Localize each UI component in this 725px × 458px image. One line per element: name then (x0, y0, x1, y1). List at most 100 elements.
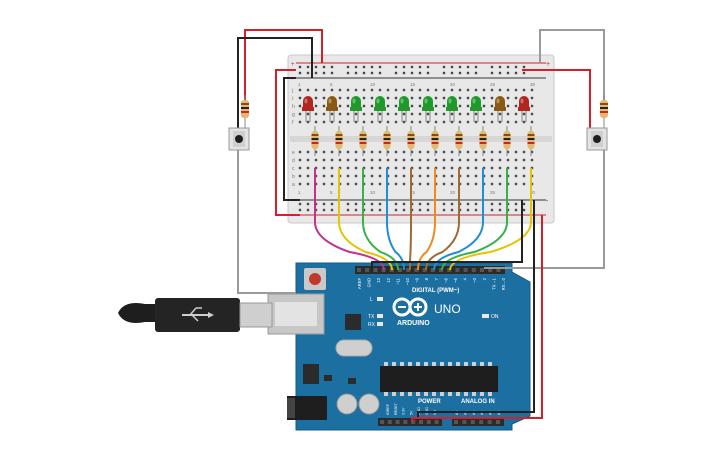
led-highlight (352, 98, 356, 104)
breadboard-hole (442, 88, 446, 92)
rail-hole (330, 71, 334, 75)
rail-hole (378, 65, 382, 69)
breadboard-hole (514, 104, 518, 108)
breadboard-hole (466, 112, 470, 116)
rail-hole (506, 65, 510, 69)
breadboard-hole (338, 104, 342, 108)
rail-hole (322, 208, 326, 212)
breadboard-hole (370, 96, 374, 100)
breadboard-hole (394, 88, 398, 92)
breadboard-hole (434, 112, 438, 116)
breadboard-hole (338, 112, 342, 116)
resistor-band (311, 138, 319, 140)
breadboard-hole (442, 182, 446, 186)
rail-hole (442, 71, 446, 75)
analog-pin (496, 420, 500, 424)
rail-hole (322, 202, 326, 206)
breadboard-hole (466, 104, 470, 108)
rail-hole (418, 71, 422, 75)
breadboard-hole (298, 166, 302, 170)
breadboard-hole (338, 120, 342, 124)
rail-hole (410, 65, 414, 69)
resistor-band (359, 142, 367, 144)
usb-chip (345, 314, 361, 330)
digital-pin-label: AREF (357, 278, 362, 290)
rail-hole (466, 65, 470, 69)
breadboard-hole (466, 96, 470, 100)
row-label: i (292, 96, 293, 102)
led-green-base (446, 107, 458, 111)
rail-hole (426, 208, 430, 212)
chip-leg (432, 362, 436, 366)
chip-leg (448, 392, 452, 396)
breadboard-hole (458, 158, 462, 162)
led-highlight (496, 98, 500, 104)
rail-hole (354, 65, 358, 69)
rail-hole (522, 208, 526, 212)
push-button-left[interactable] (228, 127, 250, 151)
wire-red-left-loop (275, 69, 300, 216)
chip-leg (480, 362, 484, 366)
push-button-right[interactable] (586, 127, 608, 151)
breadboard-hole (434, 150, 438, 154)
breadboard-hole (314, 158, 318, 162)
col-number-label: 1 (298, 190, 301, 195)
breadboard-hole (458, 104, 462, 108)
rail-hole (378, 71, 382, 75)
header-pin (398, 268, 402, 272)
power-pin (380, 420, 384, 424)
atmega-chip-legs (384, 362, 492, 396)
breadboard-hole (474, 88, 478, 92)
analog-in-label: ANALOG IN (461, 399, 495, 405)
breadboard-hole (450, 182, 454, 186)
chip-leg (416, 362, 420, 366)
breadboard-hole (362, 120, 366, 124)
signal-wire (386, 168, 405, 271)
rail-hole (498, 71, 502, 75)
digital-pin-label: RX←0 (501, 277, 506, 290)
rail-hole (402, 202, 406, 206)
col-number-label: 15 (410, 82, 416, 87)
row-label: c (292, 166, 295, 172)
resistor-band (503, 138, 511, 140)
breadboard-hole (354, 182, 358, 186)
rail-hole (514, 208, 518, 212)
breadboard-hole (354, 166, 358, 170)
breadboard-hole (426, 120, 430, 124)
breadboard-hole (482, 96, 486, 100)
rail-hole (362, 71, 366, 75)
reset-button-cap[interactable] (309, 273, 321, 285)
breadboard-hole (522, 120, 526, 124)
resistor-band (431, 138, 439, 140)
breadboard-hole (314, 112, 318, 116)
breadboard-hole (346, 166, 350, 170)
chip-leg (392, 392, 396, 396)
breadboard-hole (322, 158, 326, 162)
breadboard-hole (434, 158, 438, 162)
led-l (377, 297, 383, 301)
breadboard-hole (474, 158, 478, 162)
chip-leg (408, 392, 412, 396)
breadboard-hole (354, 158, 358, 162)
voltage-regulator (303, 364, 319, 384)
breadboard-hole (298, 182, 302, 186)
signal-wire (314, 168, 385, 271)
rail-hole (306, 208, 310, 212)
breadboard-hole (466, 120, 470, 124)
breadboard-hole (298, 158, 302, 162)
row-label: h (292, 104, 295, 110)
power-pin-label: GND (425, 407, 429, 415)
breadboard-hole (418, 88, 422, 92)
breadboard-hole (506, 96, 510, 100)
breadboard-hole (402, 88, 406, 92)
breadboard-hole (418, 150, 422, 154)
rail-hole (506, 71, 510, 75)
breadboard-hole (378, 120, 382, 124)
breadboard-hole (490, 88, 494, 92)
arduino-logo-icon (392, 297, 428, 317)
breadboard-hole (346, 182, 350, 186)
led-l-label: L (370, 297, 373, 303)
breadboard-hole (498, 150, 502, 154)
rail-hole (394, 202, 398, 206)
